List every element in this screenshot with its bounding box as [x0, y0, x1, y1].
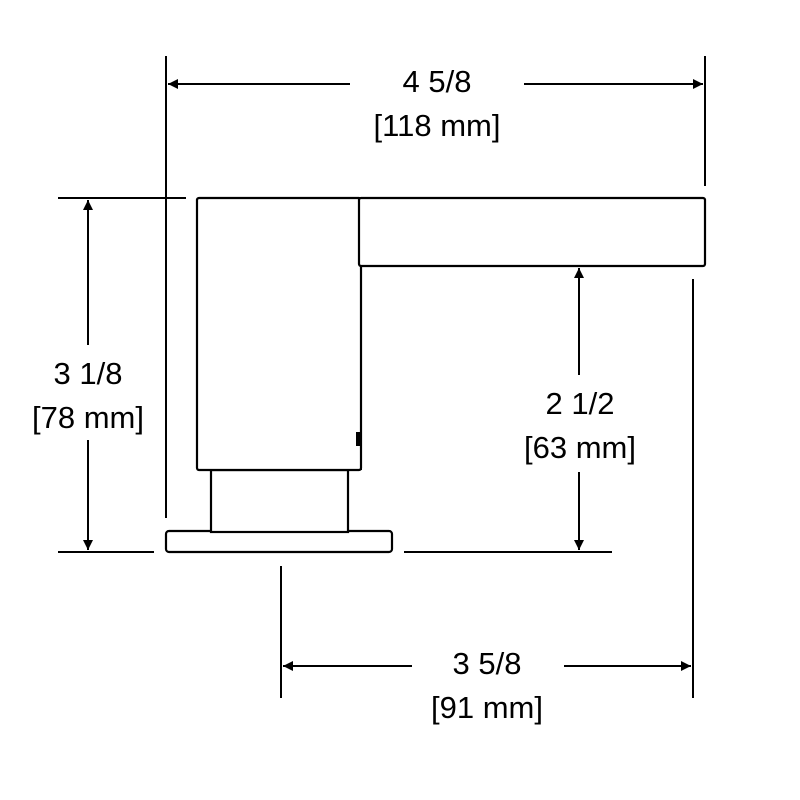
dim-overall-height-imperial: 3 1/8 [54, 356, 123, 391]
faucet-neck [209, 468, 350, 534]
faucet-body [195, 196, 363, 472]
dim-spout-clearance-imperial: 2 1/2 [546, 386, 615, 421]
dimension-spout-reach: 3 5/8 [91 mm] [283, 646, 691, 725]
dim-overall-width-imperial: 4 5/8 [403, 64, 472, 99]
faucet-outline [164, 196, 707, 554]
dim-overall-width-metric: [118 mm] [374, 108, 501, 143]
dim-spout-reach-metric: [91 mm] [431, 690, 543, 725]
dim-spout-clearance-metric: [63 mm] [524, 430, 636, 465]
faucet-base-plate [164, 529, 394, 554]
dimension-overall-height: 3 1/8 [78 mm] [32, 200, 144, 550]
dim-overall-height-metric: [78 mm] [32, 400, 144, 435]
dimension-spout-clearance: 2 1/2 [63 mm] [524, 268, 636, 550]
extension-lines [58, 56, 706, 698]
dim-spout-reach-imperial: 3 5/8 [453, 646, 522, 681]
dimension-overall-width: 4 5/8 [118 mm] [168, 64, 703, 143]
faucet-spout [357, 196, 707, 268]
